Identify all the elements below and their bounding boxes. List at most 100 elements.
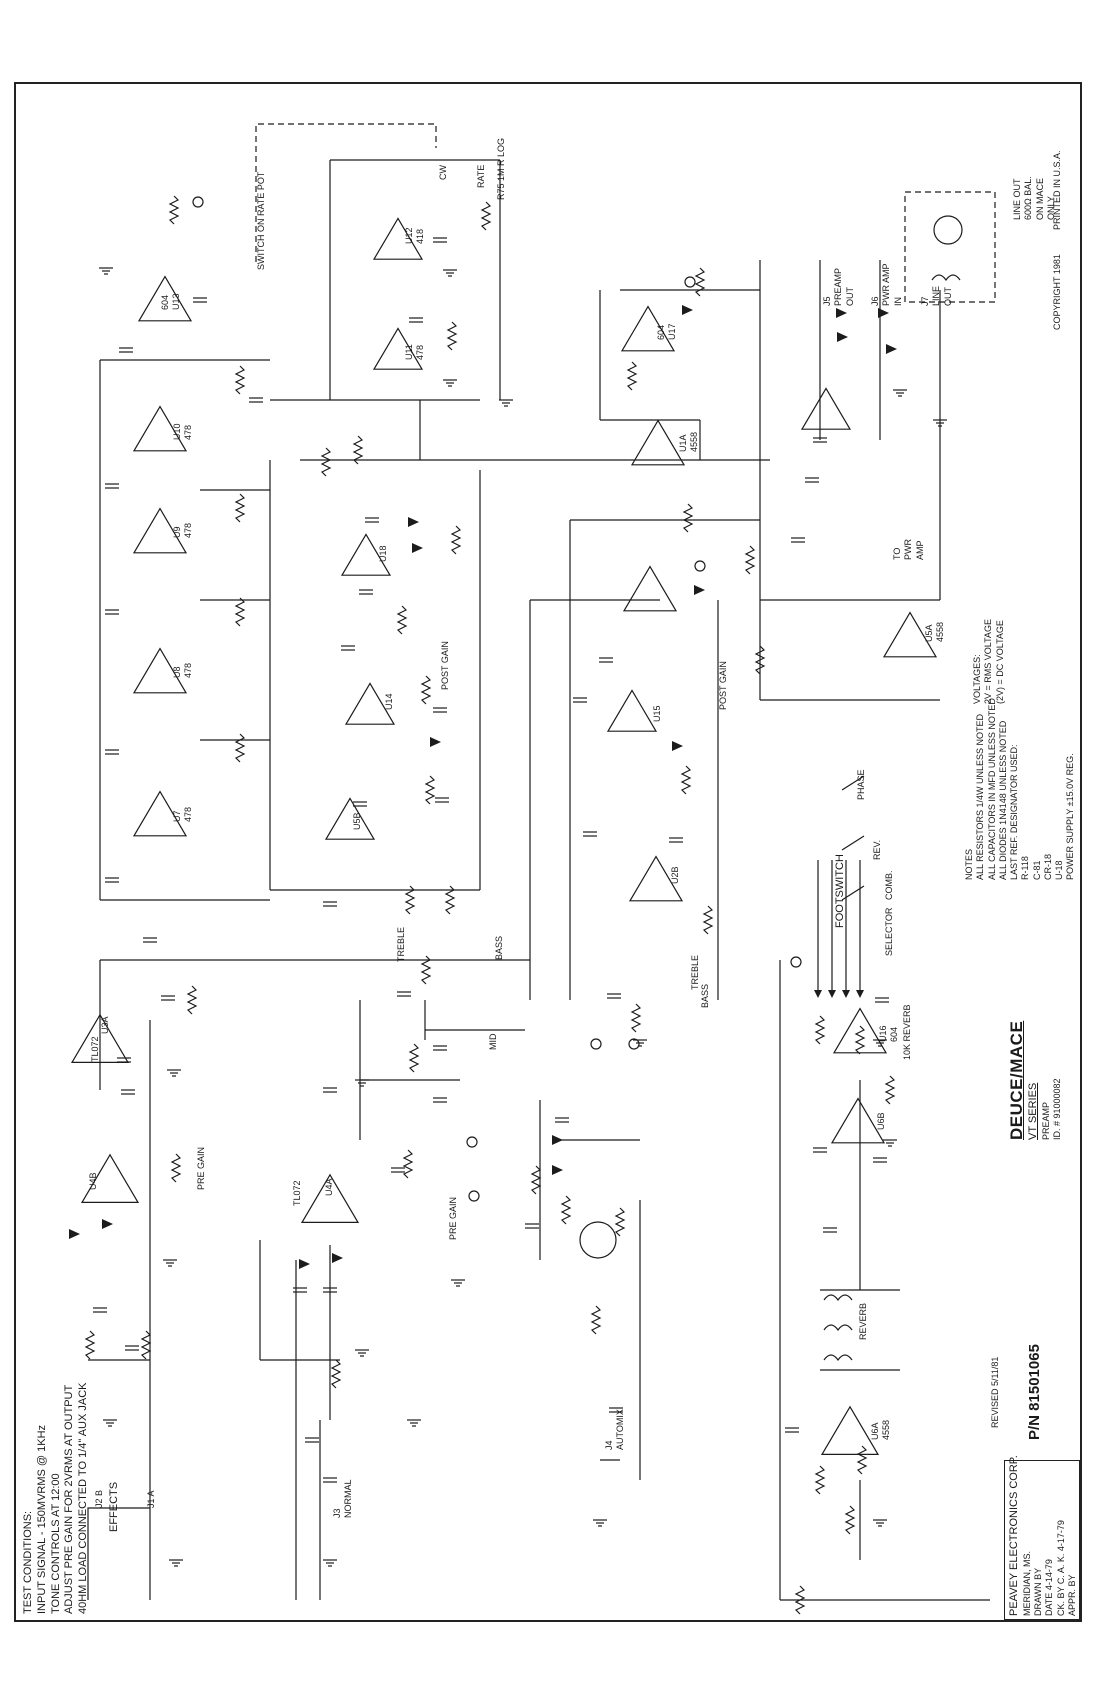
footswitch-label: FOOTSWITCH	[834, 854, 846, 928]
opamp-u18-ref: U18	[378, 545, 389, 562]
jack-name: NORMAL	[343, 1479, 354, 1518]
jack-effects-label: J2 B	[94, 1490, 105, 1508]
resistor-symbol	[396, 605, 408, 635]
control-label: SWITCH ON RATE POT	[256, 171, 266, 270]
diode-symbol	[878, 308, 889, 318]
jack-automix-label: J4 AUTOMIX	[604, 1409, 627, 1450]
label-line: AMP	[914, 540, 925, 560]
input-jack-wire	[87, 1507, 151, 1600]
resistor-symbol	[630, 1003, 642, 1033]
jack-name: EFFECTS	[108, 1481, 120, 1532]
resistor-symbol	[884, 1075, 896, 1105]
xlr-connector	[933, 215, 963, 245]
control-label: 10K REVERB	[902, 1004, 912, 1060]
control-label: REVERB	[858, 1302, 868, 1340]
diode-symbol	[682, 305, 693, 315]
drawn-by: DRAWN BY	[1033, 1567, 1043, 1616]
resistor-symbol	[320, 447, 332, 477]
notes-line: LAST REF. DESIGNATOR USED:	[1009, 744, 1019, 880]
opamp-type: 604	[160, 294, 170, 310]
opamp-symbol	[344, 682, 396, 725]
bass-label-1: BASS	[494, 936, 505, 960]
jack-name: PWR AMP	[881, 263, 892, 306]
resistor-symbol	[702, 905, 714, 935]
opamp-symbol	[372, 327, 424, 370]
resistor-symbol	[814, 1015, 826, 1045]
test-point	[694, 560, 706, 572]
printed-text: PRINTED IN U.S.A.	[1052, 150, 1062, 230]
resistor-symbol	[446, 321, 458, 351]
resistor-symbol	[444, 885, 456, 915]
label-line: TO	[892, 547, 902, 560]
opamp-symbol	[800, 387, 852, 430]
jack-effects-label-a: J1 A	[146, 1490, 157, 1508]
test-conditions-line: TONE CONTROLS AT 12:00	[49, 1473, 62, 1614]
jack-name: PREAMP	[833, 267, 844, 306]
arrow-head	[842, 990, 850, 998]
opamp-type: 4558	[881, 1419, 892, 1440]
switch-contact	[841, 775, 865, 791]
opamp-u3a-ref: U3A	[100, 1016, 111, 1034]
diode-symbol	[836, 308, 847, 318]
opamp-type: 478	[183, 424, 194, 440]
diode-symbol	[552, 1135, 563, 1145]
revision-date: REVISED 5/11/81	[990, 1356, 1000, 1428]
resistor-symbol	[450, 525, 462, 555]
opamp-type: 604	[656, 324, 666, 340]
test-point	[790, 956, 802, 968]
resistor-symbol	[424, 775, 436, 805]
resistor-symbol	[744, 545, 756, 575]
resistor-symbol	[170, 1153, 182, 1183]
mid-label: MID	[488, 1034, 499, 1051]
control-label: POST GAIN	[440, 641, 450, 690]
voltages-legend: VOLTAGES: 2V = RMS VOLTAGE (2V) = DC VOL…	[972, 619, 1006, 704]
opamp-symbol	[132, 647, 188, 694]
opamp-u4a-ref: U4A	[324, 1178, 335, 1196]
footswitch-selector: SELECTOR	[884, 908, 895, 956]
opamp-type: 478	[183, 522, 194, 538]
opamp-ref: U14	[384, 693, 394, 710]
line-out-jack: J7 LINE OUT	[920, 286, 954, 306]
post-gain-label-1: POST GAIN	[440, 641, 451, 690]
opamp-type: 478	[183, 662, 194, 678]
preamp-out-jack: J5 PREAMP OUT	[822, 268, 856, 306]
notes-line: ALL RESISTORS 1/4W UNLESS NOTED	[975, 713, 986, 880]
footswitch-title: FOOTSWITCH	[834, 854, 848, 928]
control-label: BASS	[700, 983, 710, 1008]
opamp-u4b-ref: U4B	[88, 1172, 99, 1190]
title-block	[1004, 1460, 1080, 1620]
post-gain-label-2: POST GAIN	[718, 661, 729, 710]
control-label: R75 1M R LOG	[496, 137, 506, 200]
opamp-symbol	[372, 217, 424, 260]
control-label: CW	[438, 165, 448, 180]
resistor-symbol	[614, 1207, 626, 1237]
line-out-box-label: LINE OUT 600Ω BAL. ON MACE ONLY	[1012, 176, 1057, 220]
control-label: MID	[488, 1033, 498, 1051]
arrow-head	[814, 990, 822, 998]
box-label-line: 600Ω BAL.	[1023, 176, 1034, 220]
opamp-ref: U5B	[352, 812, 362, 830]
resistor-symbol	[84, 1330, 96, 1360]
footswitch-option: COMB.	[884, 870, 894, 900]
test-point	[468, 1190, 480, 1202]
resistor-symbol	[186, 985, 198, 1015]
opamp-symbol	[622, 565, 678, 612]
diode-symbol	[552, 1165, 563, 1175]
notes-block: NOTES ALL RESISTORS 1/4W UNLESS NOTED AL…	[964, 698, 1077, 880]
opamp-ref: U15	[652, 705, 662, 722]
opamp-u2b-ref: U2B	[670, 866, 681, 884]
opamp-type: 604	[889, 1026, 900, 1042]
opamp-symbol	[300, 1173, 360, 1224]
footswitch-comb: COMB.	[884, 870, 895, 900]
notes-line: CR-18	[1042, 853, 1053, 880]
